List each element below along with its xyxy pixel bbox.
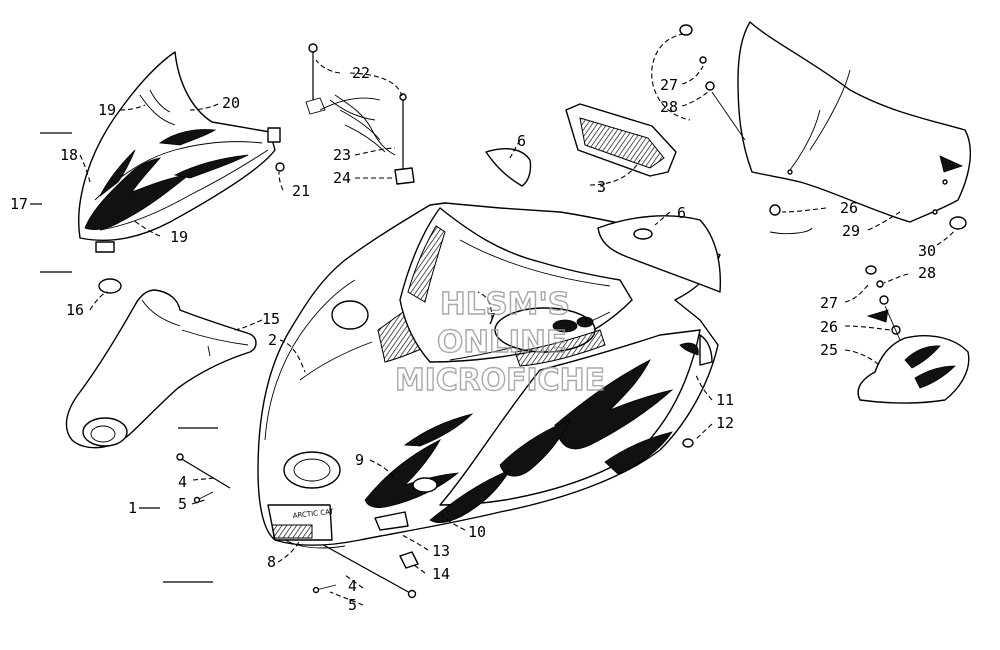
watermark: HLSM'S ONLINE MICROFICHE (394, 286, 605, 398)
callout-4b: 4 (348, 577, 357, 595)
callout-1: 1 (128, 499, 137, 517)
callout-15: 15 (262, 310, 280, 328)
spring-bracket (305, 43, 415, 185)
rivet-21 (275, 162, 285, 172)
bolt-4-lower (312, 541, 417, 599)
callout-27b: 27 (820, 294, 838, 312)
callout-27a: 27 (660, 76, 678, 94)
callout-30: 30 (918, 242, 936, 260)
watermark-line-2: ONLINE (437, 325, 567, 360)
callout-5b: 5 (348, 596, 357, 614)
callout-8: 8 (267, 553, 276, 571)
washer-26 (769, 204, 781, 216)
callout-17: 17 (10, 195, 28, 213)
trim-11 (699, 334, 713, 366)
callout-6a: 6 (517, 132, 526, 150)
callout-26a: 26 (840, 199, 858, 217)
leader-lines (30, 59, 956, 606)
grommet-30 (949, 216, 967, 230)
callout-6b: 6 (677, 204, 686, 222)
callout-2: 2 (268, 331, 277, 349)
callout-12: 12 (716, 414, 734, 432)
callout-19b: 19 (170, 228, 188, 246)
vent-grille-3 (565, 103, 677, 177)
callout-25: 25 (820, 341, 838, 359)
side-panel-6 (597, 215, 722, 293)
callout-11: 11 (716, 391, 734, 409)
grommet-12 (682, 438, 694, 448)
callout-9: 9 (355, 451, 364, 469)
callout-29: 29 (842, 222, 860, 240)
headlight-lens-15 (65, 289, 257, 449)
callout-20: 20 (222, 94, 240, 112)
group-brackets (40, 132, 218, 583)
callout-26b: 26 (820, 318, 838, 336)
side-deflector (857, 265, 970, 404)
windshield (737, 21, 971, 223)
callout-21: 21 (292, 182, 310, 200)
callout-3: 3 (597, 178, 606, 196)
callout-14: 14 (432, 565, 450, 583)
callout-10: 10 (468, 523, 486, 541)
clip-14 (399, 551, 419, 569)
callout-22: 22 (352, 64, 370, 82)
callout-5a: 5 (178, 495, 187, 513)
callout-28a: 28 (660, 98, 678, 116)
callout-23: 23 (333, 146, 351, 164)
callout-28b: 28 (918, 264, 936, 282)
callout-4a: 4 (178, 473, 187, 491)
hood-main: ARCTIC CAT (257, 202, 721, 549)
windshield-hardware-upper (651, 24, 746, 141)
callout-16: 16 (66, 301, 84, 319)
grommet-16 (98, 278, 122, 294)
callout-19a: 19 (98, 101, 116, 119)
bolt-4-upper (176, 453, 231, 504)
callout-13: 13 (432, 542, 450, 560)
headlight-cover (78, 51, 281, 253)
callout-18: 18 (60, 146, 78, 164)
callout-24: 24 (333, 169, 351, 187)
watermark-line-1: HLSM'S (440, 287, 570, 322)
window-6-upper (485, 148, 532, 187)
callout-7: 7 (487, 310, 496, 328)
callout-numbers: 1 2 3 4 5 4 5 6 6 7 8 9 10 11 12 13 14 1… (10, 64, 936, 614)
watermark-line-3: MICROFICHE (395, 363, 605, 398)
